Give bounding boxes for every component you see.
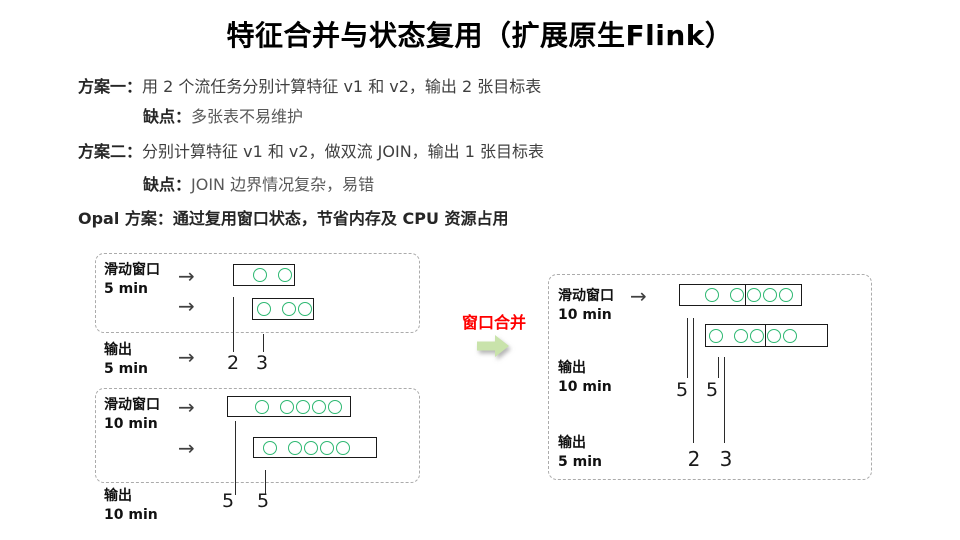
output-value: 2 (226, 352, 240, 374)
merge-arrow-icon (477, 335, 509, 357)
right-output10-label-sub: 10 min (558, 379, 612, 395)
output-value: 3 (255, 352, 269, 374)
event-circle (263, 440, 277, 455)
stream-arrow-icon: → (178, 264, 195, 288)
event-circle (779, 288, 793, 302)
left-window10-label-sub: 10 min (104, 416, 158, 432)
scheme1-con-line: 缺点：多张表不易维护 (143, 103, 303, 127)
event-circle (734, 328, 748, 343)
left-window10-label-title: 滑动窗口 (104, 397, 160, 413)
output-value: 5 (221, 490, 235, 512)
right-output10-label-title: 输出 (558, 360, 586, 376)
event-circle (320, 440, 334, 455)
left-window5-label-title: 滑动窗口 (104, 262, 160, 278)
event-circle (304, 440, 318, 455)
right-window10-label-title: 滑动窗口 (558, 288, 614, 304)
left-window5-box (95, 253, 420, 333)
event-circle (282, 302, 296, 316)
emit-time-line (265, 470, 266, 495)
scheme1-label: 方案一： (78, 77, 143, 96)
event-circle (298, 302, 312, 316)
scheme2-text: 分别计算特征 v1 和 v2，做双流 JOIN，输出 1 张目标表 (142, 142, 545, 161)
emit-time-line (724, 357, 725, 443)
event-circle (750, 328, 764, 343)
emit-time-line (693, 318, 694, 443)
right-output5-label: 输出 5 min (558, 434, 602, 472)
event-circle (730, 288, 744, 302)
merged-window-rect-b (705, 324, 828, 347)
event-circle (763, 288, 777, 302)
scheme1-text: 用 2 个流任务分别计算特征 v1 和 v2，输出 2 张目标表 (142, 77, 542, 96)
event-circle (783, 328, 797, 343)
scheme1-con-text: 多张表不易维护 (191, 107, 304, 126)
emit-time-line (233, 297, 234, 352)
output-value: 3 (719, 447, 733, 471)
event-circle (253, 268, 267, 282)
event-circle (705, 288, 719, 302)
window-split-line (765, 325, 766, 346)
right-output5-label-sub: 5 min (558, 454, 602, 470)
emit-time-line (263, 334, 264, 352)
stream-arrow-icon: → (178, 345, 195, 369)
output-value: 5 (675, 379, 689, 401)
right-output5-label-title: 输出 (558, 435, 586, 451)
right-output10-label: 输出 10 min (558, 359, 612, 397)
emit-time-line (235, 421, 236, 495)
stream-arrow-icon: → (630, 284, 647, 308)
scheme2-label: 方案二： (78, 142, 143, 161)
right-merged-box (548, 274, 872, 480)
window-rect-10min-b (253, 437, 377, 458)
stream-arrow-icon: → (178, 436, 195, 460)
left-output10-label-title: 输出 (104, 488, 132, 504)
event-circle (255, 399, 269, 414)
window-rect-5min-a (233, 264, 295, 286)
left-window5-label: 滑动窗口 5 min (104, 261, 160, 299)
scheme1-line: 方案一：用 2 个流任务分别计算特征 v1 和 v2，输出 2 张目标表 (78, 73, 541, 97)
left-window10-box (95, 388, 420, 483)
scheme3-line: Opal 方案：通过复用窗口状态，节省内存及 CPU 资源占用 (78, 205, 509, 229)
merged-window-rect-a (679, 284, 802, 306)
left-window10-label: 滑动窗口 10 min (104, 396, 160, 434)
event-circle (296, 399, 310, 414)
emit-time-line (687, 318, 688, 378)
scheme2-line: 方案二：分别计算特征 v1 和 v2，做双流 JOIN，输出 1 张目标表 (78, 138, 544, 162)
left-window5-label-sub: 5 min (104, 281, 148, 297)
event-circle (336, 440, 350, 455)
window-rect-10min-a (227, 396, 351, 417)
event-circle (709, 328, 723, 343)
scheme2-con-label: 缺点： (143, 175, 192, 194)
emit-time-line (718, 357, 719, 378)
right-window10-label: 滑动窗口 10 min (558, 287, 614, 325)
event-circle (288, 440, 302, 455)
scheme3-text: 通过复用窗口状态，节省内存及 CPU 资源占用 (172, 209, 509, 228)
scheme2-con-line: 缺点：JOIN 边界情况复杂，易错 (143, 171, 374, 195)
event-circle (312, 399, 326, 414)
window-split-line (745, 285, 746, 305)
scheme1-con-label: 缺点： (143, 107, 192, 126)
output-value: 5 (705, 379, 719, 401)
output-value: 2 (687, 447, 701, 471)
stream-arrow-icon: → (178, 395, 195, 419)
output-value: 5 (256, 490, 270, 512)
scheme2-con-text: JOIN 边界情况复杂，易错 (191, 175, 375, 194)
stream-arrow-icon: → (178, 294, 195, 318)
left-output5-label: 输出 5 min (104, 341, 148, 379)
event-circle (280, 399, 294, 414)
scheme3-label: Opal 方案： (78, 209, 173, 228)
left-output10-label-sub: 10 min (104, 507, 158, 523)
merge-label: 窗口合并 (461, 313, 526, 332)
event-circle (767, 328, 781, 343)
window-rect-5min-b (252, 298, 314, 320)
event-circle (747, 288, 761, 302)
left-output10-label: 输出 10 min (104, 487, 158, 525)
right-window10-label-sub: 10 min (558, 307, 612, 323)
event-circle (328, 399, 342, 414)
event-circle (278, 268, 292, 282)
left-output5-label-sub: 5 min (104, 361, 148, 377)
event-circle (257, 302, 271, 316)
left-output5-label-title: 输出 (104, 342, 132, 358)
slide-title: 特征合并与状态复用（扩展原生Flink） (226, 19, 734, 52)
